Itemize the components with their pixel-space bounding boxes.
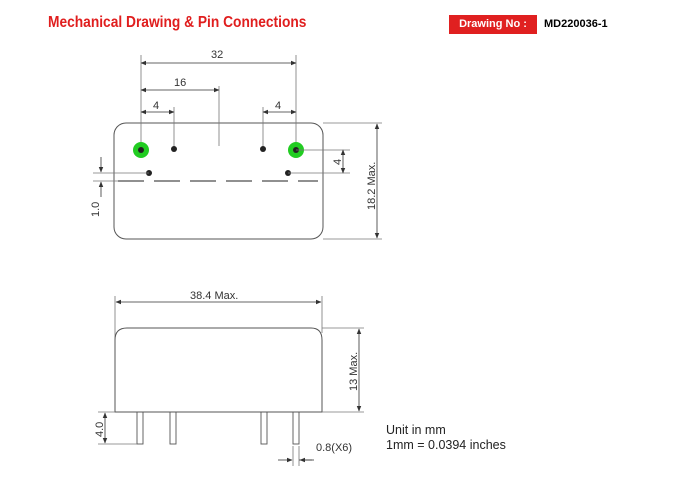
dimension-side-height-label: 13 Max. — [348, 352, 360, 391]
dimension-pin-diameter-label: 0.8(X6) — [316, 442, 352, 454]
side-pin-4 — [292, 411, 300, 445]
unit-note: Unit in mm — [386, 423, 446, 437]
dimension-width-label: 38.4 Max. — [190, 290, 238, 302]
page-title: Mechanical Drawing & Pin Connections — [48, 14, 307, 31]
side-pin-1 — [136, 411, 144, 445]
pin-2 — [171, 146, 177, 152]
dimension-16-label: 16 — [174, 77, 186, 89]
dimension-4-vertical-label: 4 — [332, 159, 344, 165]
top-view-outline — [113, 122, 324, 240]
pin-1 — [138, 147, 144, 153]
side-pin-2 — [169, 411, 177, 445]
dimension-1-0-label: 1.0 — [90, 202, 102, 217]
side-view-outline — [114, 327, 323, 413]
drawing-number-label: Drawing No : — [449, 15, 537, 34]
dimension-height-label: 18.2 Max. — [366, 162, 378, 210]
dimension-32-label: 32 — [211, 49, 223, 61]
dimension-4-right-label: 4 — [275, 100, 281, 112]
drawing-number-value: MD220036-1 — [544, 18, 608, 30]
dimension-pin-length-label: 4.0 — [94, 422, 106, 437]
conversion-note: 1mm = 0.0394 inches — [386, 438, 506, 452]
top-view: 32 16 4 4 4 18.2 Max. — [90, 49, 382, 240]
side-pin-3 — [260, 411, 268, 445]
side-view: 38.4 Max. 13 Max. 4.0 0.8(X6) — [94, 290, 364, 466]
pin-3 — [260, 146, 266, 152]
dimension-4-left-label: 4 — [153, 100, 159, 112]
